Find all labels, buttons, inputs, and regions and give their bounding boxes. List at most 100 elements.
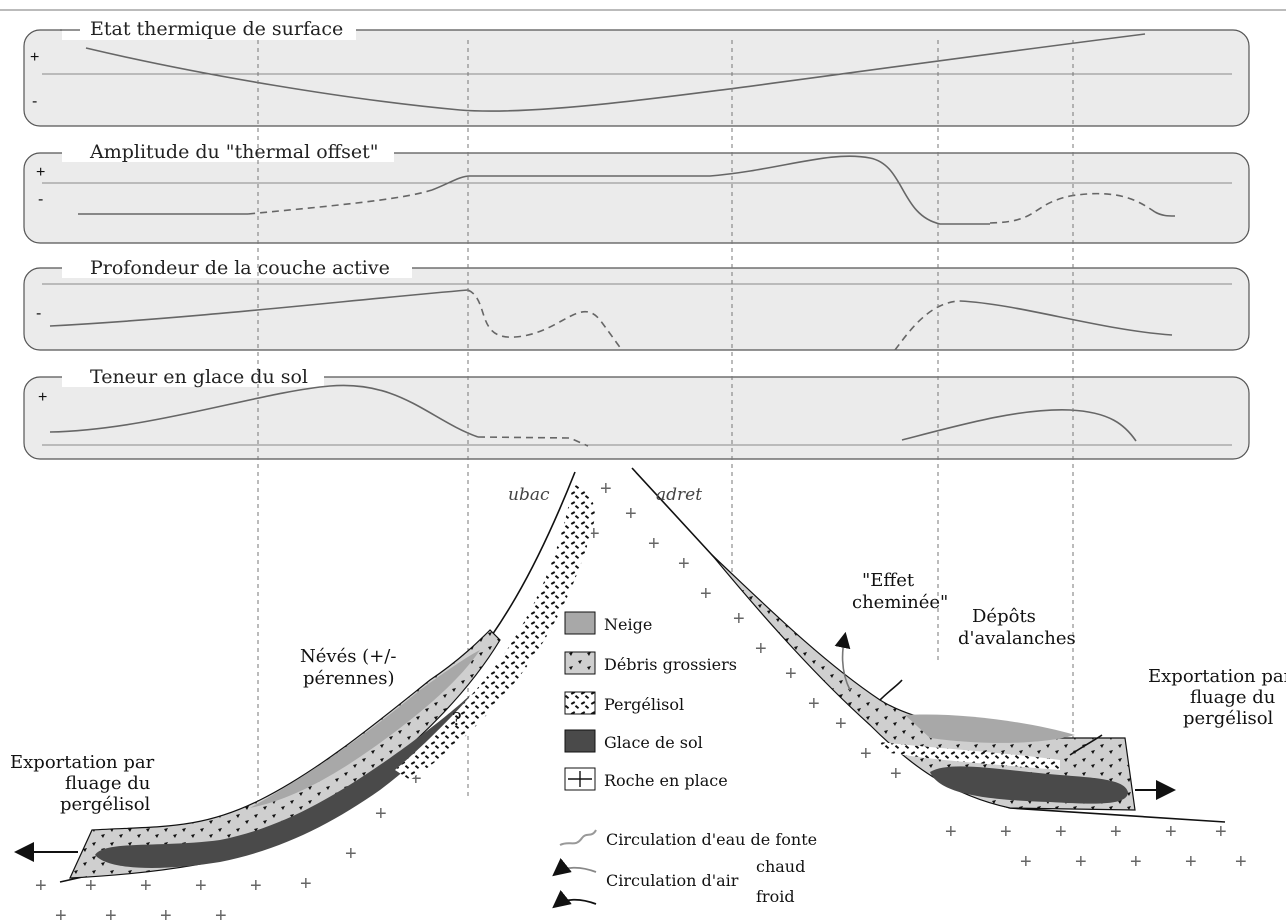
svg-text:+: + — [195, 875, 207, 897]
panel-active-layer-depth: Profondeur de la couche active - — [23, 256, 1250, 351]
svg-text:+: + — [678, 553, 690, 575]
export-right-line1: Exportation par — [1148, 666, 1286, 687]
svg-text:+: + — [345, 843, 357, 865]
surface-thermal-curve — [85, 33, 1146, 112]
ground-ice-right — [930, 766, 1128, 804]
svg-text:+: + — [35, 875, 47, 897]
svg-text:+: + — [785, 663, 797, 685]
svg-text:+: + — [1075, 851, 1087, 873]
debris-deposit-right — [711, 554, 1136, 811]
svg-text:+: + — [375, 803, 387, 825]
legend-swatch-debris — [564, 651, 596, 675]
legend-swatch-ice — [564, 729, 596, 753]
effet-label-line2: cheminée" — [852, 592, 948, 613]
ubac-label: ubac — [508, 485, 550, 505]
active-layer-curve — [49, 289, 469, 327]
depots-label-line2: d'avalanches — [958, 628, 1076, 649]
neves-label-line1: Névés (+/- — [300, 646, 396, 667]
svg-text:+: + — [1055, 821, 1067, 843]
snow-patch-left — [250, 650, 480, 808]
plus-sign: + — [36, 164, 45, 181]
legend-swatch-snow — [564, 611, 596, 635]
export-left-line1: Exportation par — [10, 752, 155, 773]
export-left-line2: fluage du — [65, 773, 150, 794]
svg-text:+: + — [808, 693, 820, 715]
svg-text:+: + — [300, 873, 312, 895]
legend-label: chaud — [756, 857, 805, 876]
svg-text:+: + — [1215, 821, 1227, 843]
permafrost-right — [880, 742, 1060, 770]
plus-sign: + — [30, 49, 39, 66]
legend-swatch-permafrost — [564, 691, 596, 715]
legend-label: Glace de sol — [604, 733, 703, 752]
legend-meltwater-icon — [559, 829, 597, 846]
svg-text:+: + — [733, 608, 745, 630]
active-layer-curve — [959, 300, 1173, 336]
thermal-offset-curve — [431, 155, 990, 225]
minus-sign: - — [32, 93, 37, 110]
svg-text:+: + — [1000, 821, 1012, 843]
svg-text:+: + — [1020, 851, 1032, 873]
svg-text:+: + — [1110, 821, 1122, 843]
svg-text:+: + — [588, 523, 600, 545]
legend: Neige Débris grossiers Pergélisol Glace … — [552, 611, 817, 909]
legend-label: Roche en place — [604, 771, 728, 790]
svg-text:+: + — [648, 533, 660, 555]
panel-title: Teneur en glace du sol — [90, 366, 308, 388]
svg-text:+: + — [1165, 821, 1177, 843]
svg-text:+: + — [890, 763, 902, 785]
svg-text:+: + — [700, 583, 712, 605]
panel-thermal-offset: Amplitude du "thermal offset" + - — [23, 140, 1250, 244]
svg-text:+: + — [860, 743, 872, 765]
legend-cold-air-icon — [552, 889, 597, 909]
question-mark: ? — [452, 709, 462, 730]
legend-warm-air-icon — [552, 857, 597, 877]
ground-ice-curve — [49, 384, 479, 438]
legend-label: Débris grossiers — [604, 655, 737, 674]
svg-text:+: + — [140, 875, 152, 897]
ground-ice-curve-dashed — [477, 436, 589, 447]
legend-label: Circulation d'eau de fonte — [606, 830, 817, 849]
effet-label-line1: "Effet — [862, 570, 915, 591]
adret-label: adret — [656, 485, 702, 505]
export-right-line3: pergélisol — [1183, 708, 1274, 729]
svg-text:+: + — [250, 875, 262, 897]
svg-text:+: + — [755, 638, 767, 660]
svg-text:+: + — [1185, 851, 1197, 873]
mountain-cross-section: ++ ++ ++ ++ ++ ++ ++ + ++ ++ ++ ++ ++ ++… — [14, 467, 1247, 924]
panel-ground-ice-content: Teneur en glace du sol + — [23, 365, 1250, 460]
svg-text:+: + — [85, 875, 97, 897]
svg-text:+: + — [1130, 851, 1142, 873]
thermal-offset-curve-dashed — [989, 192, 1156, 224]
svg-text:+: + — [105, 905, 117, 924]
svg-text:+: + — [945, 821, 957, 843]
export-right-line2: fluage du — [1190, 687, 1275, 708]
minus-sign: - — [38, 191, 43, 208]
legend-label: Pergélisol — [604, 695, 684, 714]
thermal-offset-curve-dashed — [247, 189, 433, 215]
legend-label: Circulation d'air — [606, 871, 739, 890]
svg-text:+: + — [55, 905, 67, 924]
plus-sign: + — [38, 389, 47, 406]
legend-label: froid — [756, 887, 795, 906]
permafrost-left — [395, 484, 595, 780]
ground-ice-curve — [901, 409, 1137, 442]
panel-title: Etat thermique de surface — [90, 18, 343, 40]
ground-ice-left — [95, 695, 470, 868]
legend-label: Neige — [604, 615, 652, 634]
svg-text:+: + — [625, 503, 637, 525]
svg-text:+: + — [835, 713, 847, 735]
export-left-line3: pergélisol — [60, 794, 151, 815]
svg-text:+: + — [160, 905, 172, 924]
cold-air-arrow — [879, 679, 903, 701]
svg-text:+: + — [600, 478, 612, 500]
snow-patch-right — [905, 714, 1075, 743]
thermal-offset-curve — [1154, 211, 1176, 217]
panel-surface-thermal-state: Etat thermique de surface + - — [23, 18, 1250, 127]
bedrock-right: + + + + + + + + + + + + + + + + + + + + + + — [625, 503, 1247, 873]
minus-sign: - — [36, 305, 41, 322]
svg-text:+: + — [1235, 851, 1247, 873]
svg-text:+: + — [215, 905, 227, 924]
active-layer-curve-dashed — [894, 300, 961, 351]
